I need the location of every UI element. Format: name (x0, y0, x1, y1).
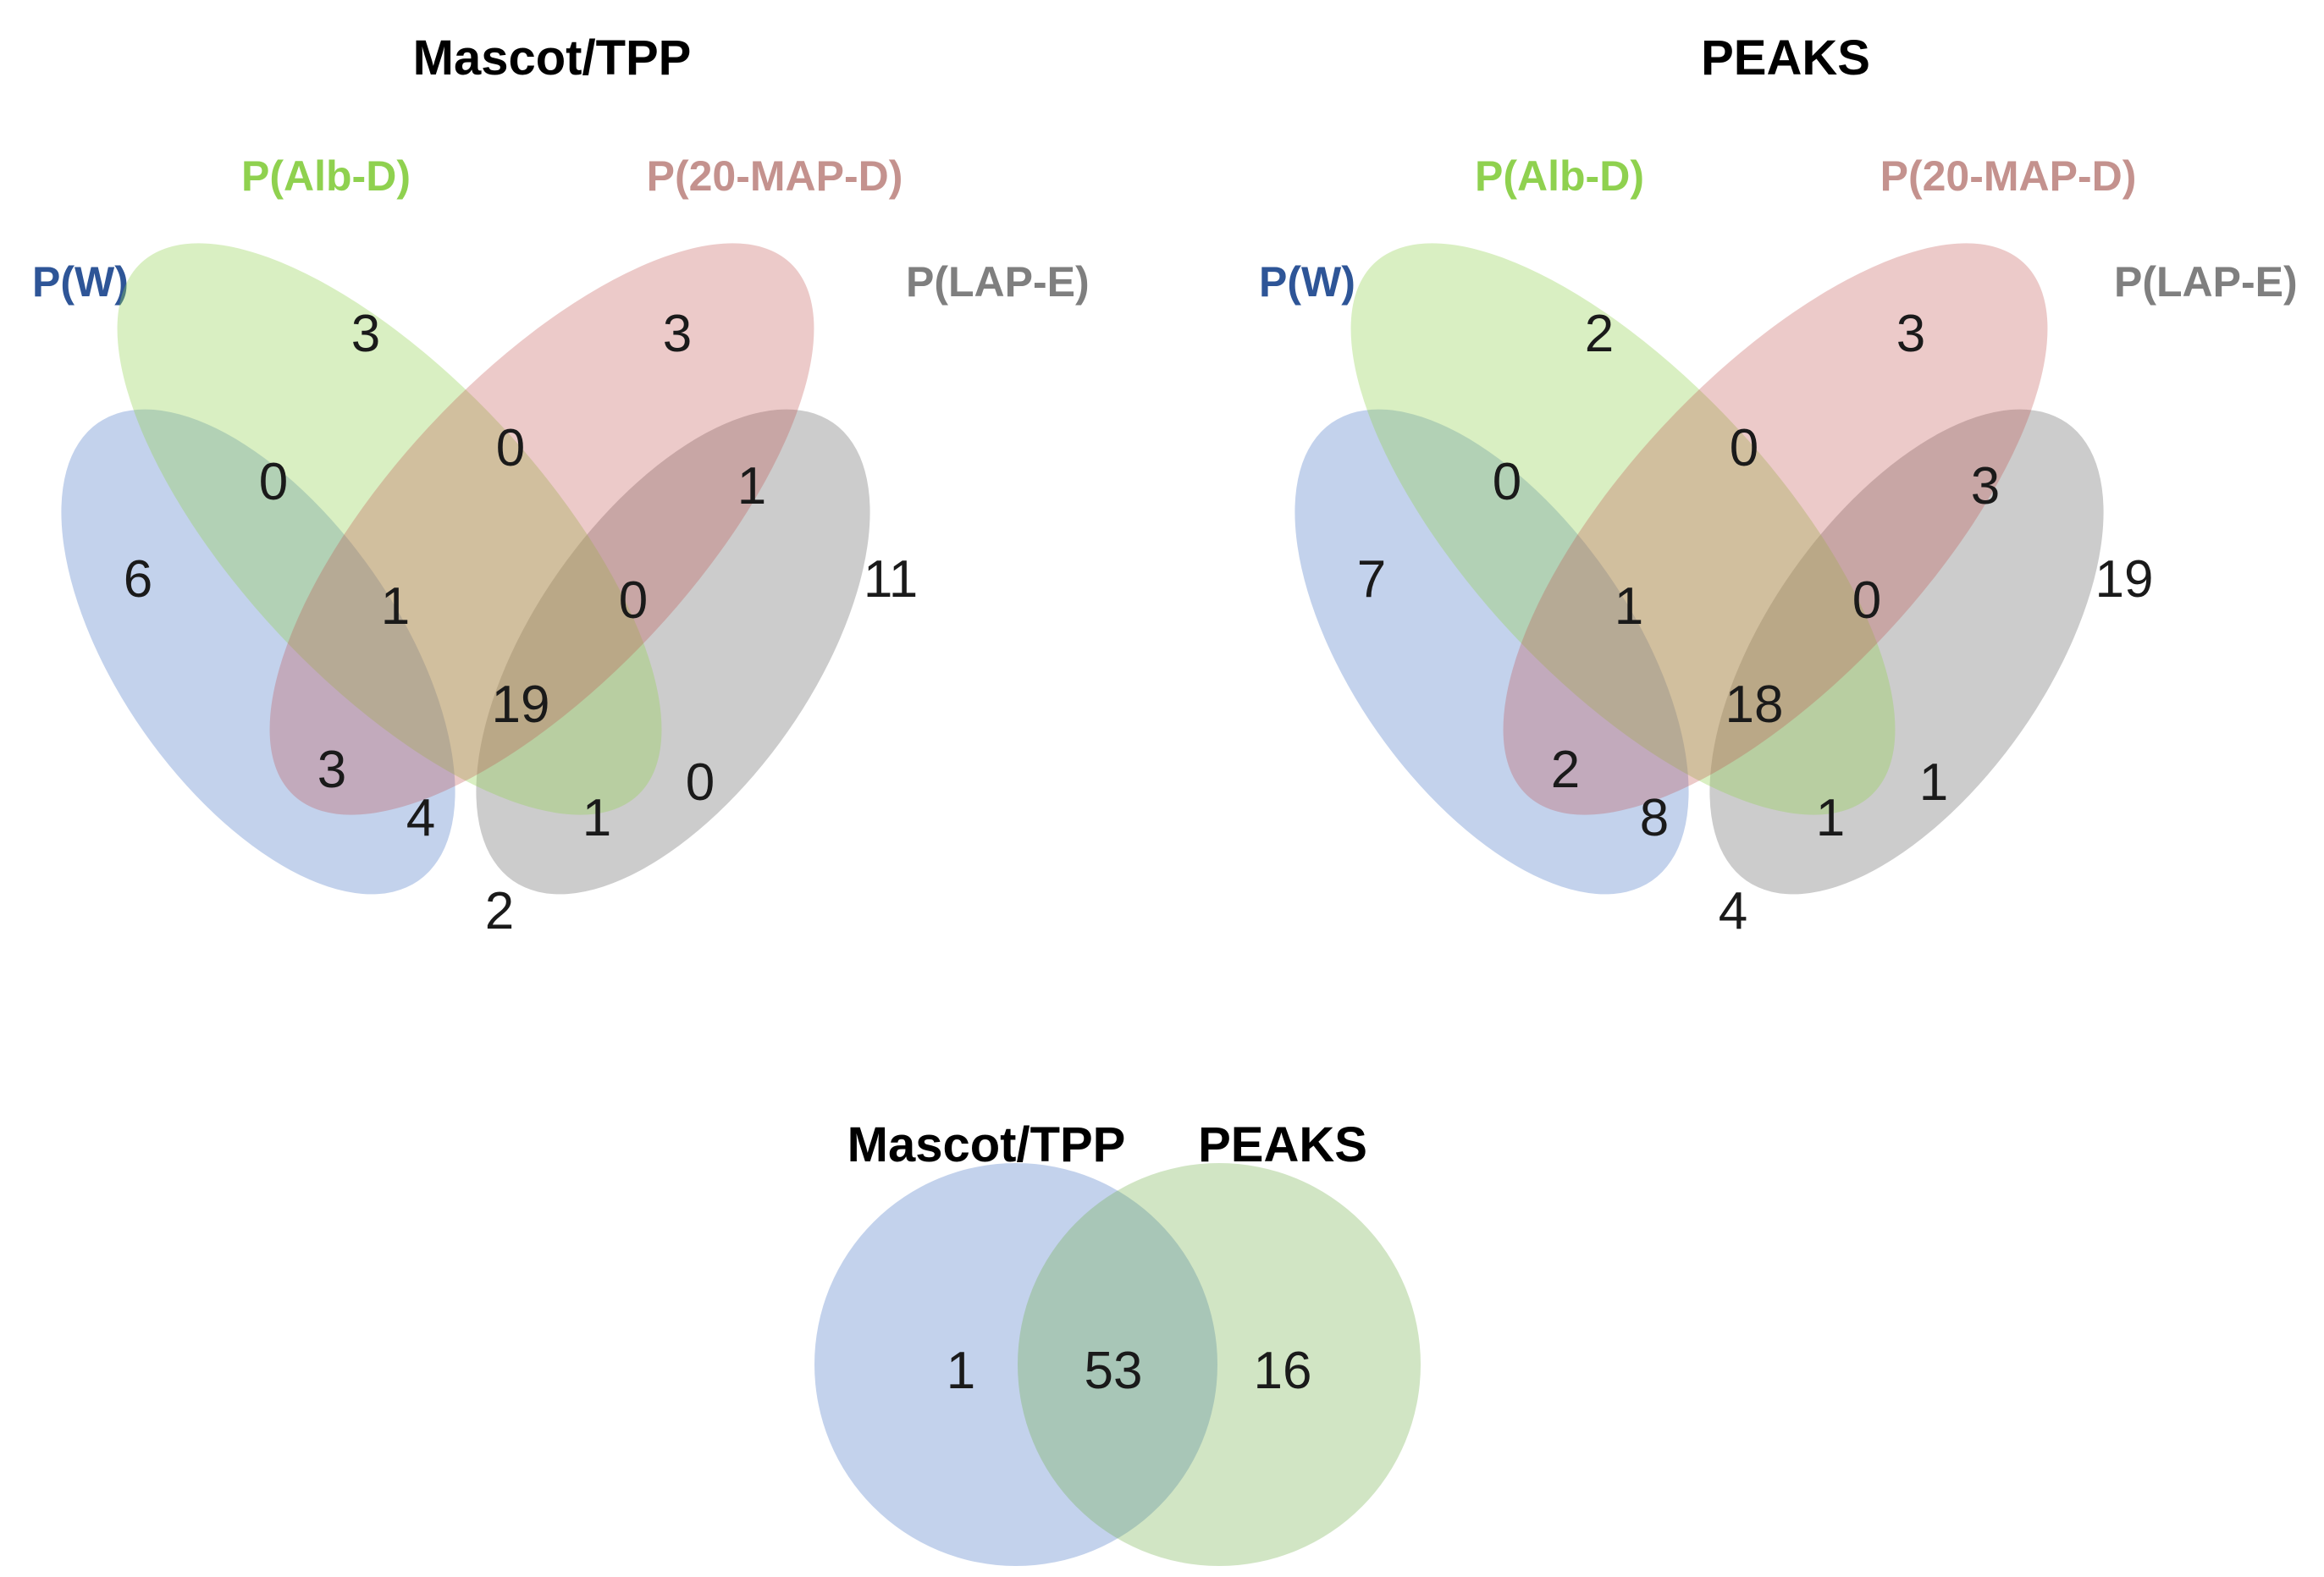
ellipse-lap (476, 409, 870, 895)
count-all-four: 18 (1725, 675, 1784, 734)
venn-title: Mascot/TPP (413, 30, 692, 85)
set-label-20-map: P(20-MAP-D) (1880, 152, 2137, 200)
count-w-map-lap: 8 (1640, 789, 1669, 847)
ellipse-w (61, 409, 455, 895)
circle-peaks (1018, 1163, 1421, 1566)
venn-mascot-tpp: Mascot/TPP P(W) P(Alb-D) P(20-MAP-D) P(L… (32, 30, 1090, 940)
set-label-w: P(W) (32, 258, 129, 306)
count-map-only: 3 (1896, 305, 1925, 363)
count-map-lap: 1 (737, 457, 766, 516)
count-w-map: 3 (317, 741, 346, 799)
ellipse-20-map (1503, 243, 2048, 815)
count-alb-lap: 0 (686, 753, 715, 812)
count-w-alb-lap: 1 (1816, 789, 1845, 847)
count-alb-map: 0 (496, 419, 525, 477)
count-peaks-only: 16 (1254, 1342, 1312, 1400)
circle-mascot-tpp (814, 1163, 1217, 1566)
count-alb-only: 3 (351, 305, 380, 363)
count-map-lap: 3 (1971, 457, 2000, 516)
count-w-lap: 2 (485, 882, 514, 940)
set-label-w: P(W) (1259, 258, 1355, 306)
venn-comparison: Mascot/TPP PEAKS 1 53 16 (814, 1117, 1421, 1566)
count-mascot-only: 1 (947, 1342, 975, 1400)
count-all-four: 19 (492, 675, 550, 734)
count-lap-only: 11 (864, 550, 918, 609)
count-w-lap: 4 (1719, 882, 1747, 940)
set-label-lap: P(LAP-E) (2114, 258, 2298, 306)
set-label-alb: P(Alb-D) (1475, 152, 1644, 200)
venn-title: PEAKS (1701, 30, 1870, 85)
count-both: 53 (1085, 1342, 1143, 1400)
comparison-label-right: PEAKS (1198, 1117, 1367, 1172)
count-alb-map-lap: 0 (619, 571, 648, 630)
ellipse-w (1294, 409, 1689, 895)
count-w-alb-lap: 1 (582, 789, 611, 847)
count-w-only: 6 (124, 550, 152, 609)
count-map-only: 3 (663, 305, 692, 363)
count-w-alb-map: 1 (1615, 577, 1643, 636)
count-alb-lap: 1 (1919, 753, 1948, 812)
count-w-map: 2 (1551, 741, 1580, 799)
count-alb-map: 0 (1730, 419, 1758, 477)
ellipse-alb (1350, 243, 1896, 815)
count-lap-only: 19 (2095, 550, 2154, 609)
ellipse-alb (117, 243, 662, 815)
ellipse-lap (1709, 409, 2104, 895)
count-alb-map-lap: 0 (1852, 571, 1881, 630)
set-label-20-map: P(20-MAP-D) (647, 152, 903, 200)
count-w-alb: 0 (1493, 453, 1521, 511)
count-w-only: 7 (1357, 550, 1386, 609)
count-w-map-lap: 4 (406, 789, 435, 847)
count-alb-only: 2 (1585, 305, 1614, 363)
count-w-alb: 0 (259, 453, 288, 511)
set-label-alb: P(Alb-D) (241, 152, 411, 200)
venn-peaks: PEAKS P(W) P(Alb-D) P(20-MAP-D) P(LAP-E)… (1259, 30, 2298, 940)
ellipse-20-map (269, 243, 814, 815)
comparison-label-left: Mascot/TPP (847, 1117, 1126, 1172)
set-label-lap: P(LAP-E) (906, 258, 1090, 306)
count-w-alb-map: 1 (381, 577, 410, 636)
